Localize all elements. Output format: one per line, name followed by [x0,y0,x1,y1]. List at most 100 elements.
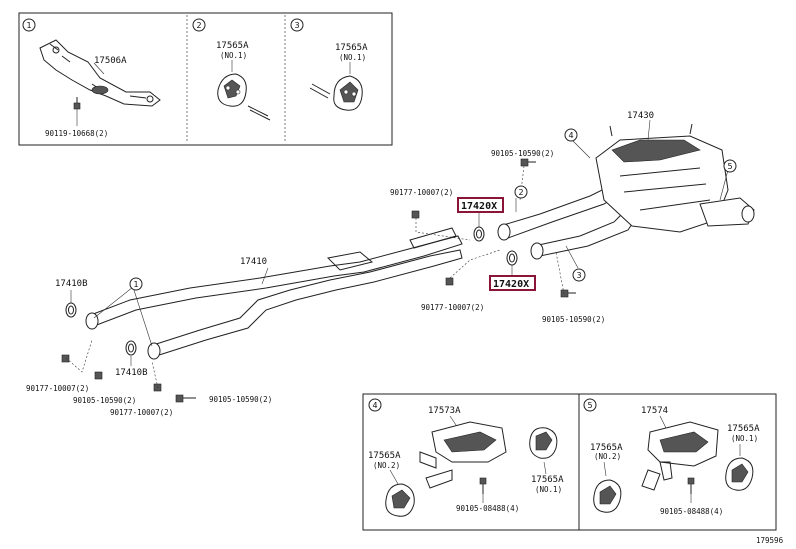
part-label-17565a[interactable]: 17565A [590,443,623,453]
bracket-17573a[interactable] [419,421,507,489]
diagram-reference-number: 179596 [756,536,784,545]
bolt-icon[interactable] [175,394,196,403]
part-label-17430[interactable]: 17430 [627,111,654,121]
muffler-ribs [619,167,711,211]
part-label-17565a[interactable]: 17565A [216,41,249,51]
part-sub-label: (NO.1) [731,434,758,443]
relation-line [449,249,501,279]
bracket-detail [49,43,147,99]
callout-number: 4 [373,401,378,410]
bracket-17574[interactable] [641,421,719,491]
part-label-17410b[interactable]: 17410B [115,368,148,378]
hanger-rod [247,105,271,121]
bolt-icon[interactable] [73,97,81,110]
part-label-17565a[interactable]: 17565A [335,43,368,53]
part-label-17573a[interactable]: 17573A [428,406,461,416]
callout-circle[interactable] [583,398,597,412]
callout-circle[interactable] [192,18,206,32]
relation-line [415,218,471,241]
bolt-icon[interactable] [560,289,576,298]
leader-line [93,62,105,75]
hanger-rod [309,83,331,99]
svg-text:2: 2 [519,188,524,197]
pipe-flange [530,242,544,260]
bottom-inset-frame [362,393,777,531]
part-label-17565a[interactable]: 17565A [727,424,760,434]
nut-icon[interactable] [153,383,162,392]
leader-line [647,119,651,141]
callout-number: 1 [27,21,32,30]
rubber-hanger-icon[interactable] [385,483,415,517]
pipe-end [409,227,457,249]
rubber-hanger-icon[interactable] [725,457,754,491]
nut-icon[interactable] [61,354,70,363]
callout-5-main[interactable]: 5 [723,159,737,173]
bottom-inset-panel: 4 17573A 17565A (NO.2) 17565A (NO.1) [362,393,777,531]
part-label-90177[interactable]: 90177-10007(2) [110,408,173,417]
rubber-hanger-icon[interactable] [593,479,622,513]
callout-circle[interactable] [22,18,36,32]
pipe-flange [497,223,511,241]
part-label-90105[interactable]: 90105-08488(4) [456,504,519,513]
bolt-icon[interactable] [687,477,695,494]
part-label-90105[interactable]: 90105-10590(2) [73,396,136,405]
callout-circle[interactable] [368,398,382,412]
part-label-90105[interactable]: 90105-10590(2) [491,149,554,158]
rubber-hanger-icon[interactable] [333,75,363,111]
gasket-17410b-upper[interactable] [65,302,77,318]
callout-number: 3 [295,21,300,30]
bracket-hole [146,95,154,103]
highlight-box-17420x-upper [457,197,504,213]
highlight-box-17420x-lower [489,275,536,291]
callout-3-main[interactable]: 3 [572,268,586,282]
part-label-17565a[interactable]: 17565A [368,451,401,461]
part-label-17506a[interactable]: 17506A [94,56,127,66]
callout-4-main[interactable]: 4 [564,128,578,142]
bracket-17506a[interactable] [39,39,161,107]
part-sub-label: (NO.2) [373,461,400,470]
bolt-icon[interactable] [520,158,536,167]
pipe-flange [147,342,161,360]
top-inset-panel: 1 17506A 90119-10668(2) 2 17565A (NO.1) [18,12,393,146]
muffler-assembly-17430[interactable] [497,123,755,260]
gasket-17410b-lower[interactable] [125,340,137,356]
part-label-17410[interactable]: 17410 [240,257,267,267]
bolt-icon[interactable] [479,477,487,494]
leader-line [93,286,153,347]
part-label-17565a[interactable]: 17565A [531,475,564,485]
relation-line [65,339,93,373]
bolt-icon[interactable] [94,371,103,380]
top-inset-frame [18,12,393,146]
part-label-90177[interactable]: 90177-10007(2) [26,384,89,393]
part-label-90105[interactable]: 90105-10590(2) [209,395,272,404]
rubber-hanger-icon[interactable] [217,73,247,107]
relation-line [555,251,565,295]
callout-circle[interactable] [290,18,304,32]
nut-icon[interactable] [445,277,454,286]
callout-1-main[interactable]: 1 [129,277,143,291]
part-label-90105[interactable]: 90105-08488(4) [660,507,723,516]
callout-2-main[interactable]: 2 [514,185,528,199]
part-sub-label: (NO.1) [220,51,247,60]
svg-text:3: 3 [577,271,582,280]
part-label-17420x-lower[interactable]: 17420X [493,279,529,290]
hanger-rod [609,123,693,137]
svg-text:4: 4 [569,131,574,140]
part-label-90177[interactable]: 90177-10007(2) [421,303,484,312]
gasket-17420x-lower[interactable] [506,250,518,266]
part-label-90119[interactable]: 90119-10668(2) [45,129,108,138]
gasket-17420x-upper[interactable] [473,226,485,242]
part-label-90177[interactable]: 90177-10007(2) [390,188,453,197]
part-label-90105[interactable]: 90105-10590(2) [542,315,605,324]
leader-line [603,461,607,477]
part-label-17574[interactable]: 17574 [641,406,668,416]
front-pipe-17410[interactable] [85,227,463,360]
leader-line [719,169,729,201]
part-label-17420x-upper[interactable]: 17420X [461,201,497,212]
leader-line [571,139,591,159]
part-label-17410b[interactable]: 17410B [55,279,88,289]
leader-line [543,461,547,475]
nut-icon[interactable] [411,210,420,219]
rubber-hanger-icon[interactable] [529,427,558,459]
